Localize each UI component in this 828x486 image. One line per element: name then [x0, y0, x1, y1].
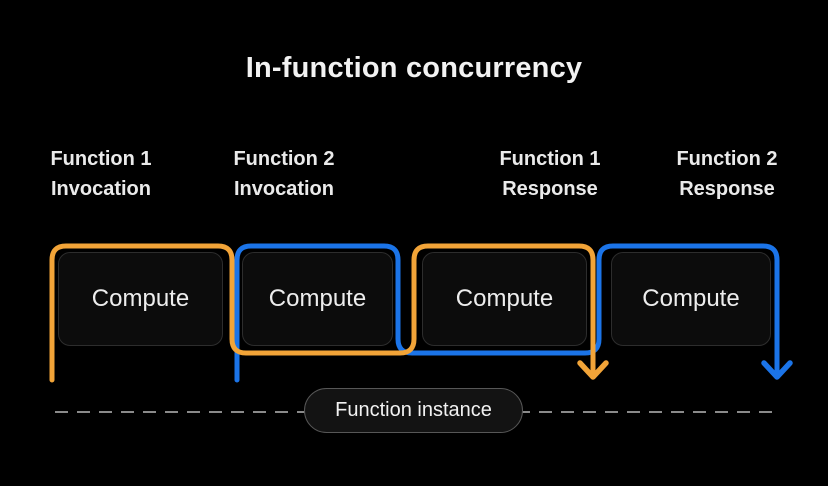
label-line2: Response: [502, 178, 598, 200]
compute-box-label: Compute: [455, 285, 554, 312]
page-title: In-function concurrency: [245, 52, 583, 84]
compute-box-2: Compute: [242, 252, 393, 346]
label-function2-invocation: Function 2 Invocation: [209, 144, 359, 204]
function-instance-label: Function instance: [335, 399, 492, 421]
label-function1-invocation: Function 1 Invocation: [26, 144, 176, 204]
compute-box-label: Compute: [642, 285, 740, 312]
label-line1: Function 1: [499, 148, 601, 170]
label-line1: Function 1: [50, 148, 152, 170]
function-instance-badge: Function instance: [304, 388, 523, 433]
label-line1: Function 2: [676, 148, 778, 170]
compute-box-1: Compute: [58, 252, 223, 346]
label-line2: Invocation: [233, 178, 334, 200]
compute-box-label: Compute: [268, 285, 367, 312]
function1-flow-path: [49, 243, 596, 383]
function1-response-arrow-down-icon: [577, 360, 609, 380]
label-function1-response: Function 1 Response: [475, 144, 625, 204]
compute-box-label: Compute: [91, 285, 190, 312]
label-line2: Response: [679, 178, 775, 200]
compute-box-3: Compute: [422, 252, 587, 346]
compute-box-4: Compute: [611, 252, 771, 346]
label-line2: Invocation: [50, 178, 151, 200]
label-line1: Function 2: [233, 148, 335, 170]
label-function2-response: Function 2 Response: [652, 144, 802, 204]
function2-flow-path: [234, 243, 780, 383]
function2-response-arrow-down-icon: [761, 360, 793, 380]
